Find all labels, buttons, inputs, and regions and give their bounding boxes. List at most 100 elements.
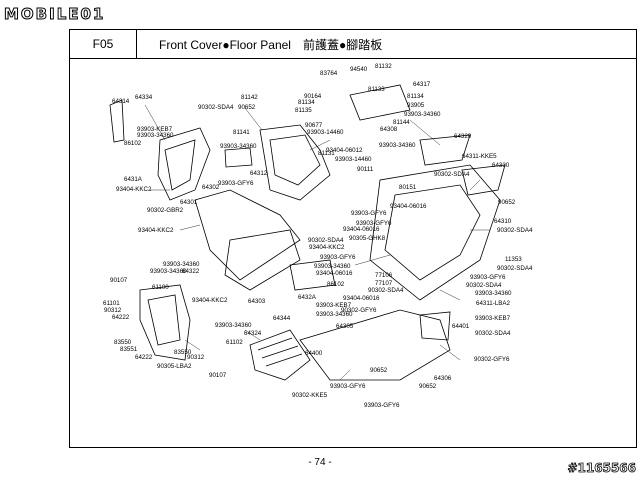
part-number-label: 93903-GFY6 [351,210,387,217]
part-number-label: 81132 [375,63,392,70]
part-number-label: 64305 [336,323,354,330]
part-number-label: 93903-GFY6 [364,402,400,409]
part-number-label: 90652 [498,199,516,206]
front-shield-shape [194,189,301,281]
part-number-label: 90302-SDA4 [475,330,511,337]
mudguard-inner-shape [147,294,181,346]
logo-text: MOBILE01 [3,5,106,24]
section-title: Front Cover●Floor Panel 前護蓋●腳踏板 [159,37,383,52]
upper-mount-inner-shape [269,134,321,186]
floor-panel-shape [369,164,501,301]
part-number-label: 94540 [350,66,368,73]
grille-shape [249,329,311,381]
part-number-label: 11353 [505,256,522,263]
inner-panel-shape [224,229,301,291]
part-number-label: 64222 [135,354,153,361]
part-number-label: 64306 [434,375,452,382]
part-number-label: 64320 [454,133,472,140]
part-number-label: 83550 [174,349,192,356]
part-number-label: 90652 [370,367,388,374]
part-number-label: 93903-34360 [137,132,174,139]
part-number-label: 64314 [112,98,130,105]
site-logo: MOBILE01 [3,3,106,25]
part-number-label: 93903-34360 [314,263,351,270]
part-number-label: 90302-GBR2 [147,207,184,214]
part-number-label: 93903-KEB7 [475,315,511,322]
side-cap-shape [109,99,125,143]
part-number-label: 81134 [298,99,315,106]
part-number-label: 64330 [492,162,510,169]
part-number-label: 61100 [152,284,169,291]
small-bracket-shape [224,147,253,168]
part-number-label: 93404-06016 [390,203,427,210]
section-code: F05 [70,30,137,58]
watermark-id: #1165566 [567,461,636,476]
part-number-label: 90111 [357,166,374,173]
part-number-label: 64401 [452,323,470,330]
part-number-label: 93903-KEB7 [316,302,352,309]
part-number-label: 77107 [375,280,393,287]
center-plate-shape [289,259,336,291]
part-number-label: 90164 [304,93,322,100]
part-number-label: 64344 [273,315,291,322]
part-number-label: 90302-SDA4 [497,227,533,234]
part-number-label: 64303 [248,298,266,305]
part-number-label: 64311-LBA2 [476,300,510,307]
part-number-label: 64312 [250,170,268,177]
part-number-label: 93404-KKC2 [309,244,345,251]
part-number-label: 90312 [187,354,205,361]
part-number-label: 90652 [238,104,256,111]
part-number-label: 90302-SDA4 [466,282,502,289]
front-cover-left-shape [157,127,211,201]
part-number-label: 6431A [124,176,142,183]
part-number-label: 81134 [407,93,424,100]
part-number-label: 64322 [182,268,200,275]
skirt-cover-shape [419,311,451,341]
part-number-label: 90302-SDA4 [198,104,234,111]
part-number-label: 81131 [318,150,335,157]
part-number-label: 86102 [327,281,345,288]
part-number-label: 93404-06016 [316,270,353,277]
front-cover-inner-shape [164,139,196,191]
part-number-label: 93903-34360 [379,142,416,149]
part-number-label: 90302-GFY6 [341,307,377,314]
part-number-label: 61101 [103,300,120,307]
part-number-label: 93903-GFY6 [470,274,506,281]
part-number-label: 64324 [244,330,262,337]
rear-cover-shape [461,164,506,196]
diagram-frame [69,58,637,448]
part-number-label: 93903-KEB7 [137,126,173,133]
part-number-label: 90302-GFY6 [474,356,510,363]
part-number-label: 93903-34360 [220,143,257,150]
mudguard-shape [139,284,191,361]
top-bracket-shape [349,84,411,121]
part-number-label: 90107 [209,372,227,379]
part-number-label: 93903-14460 [335,156,372,163]
part-number-label: 64310 [494,218,512,225]
part-number-label: 90302-SDA4 [434,171,470,178]
part-number-label: 77106 [375,272,393,279]
part-number-label: 81135 [295,107,312,114]
part-number-label: 93404-KKC2 [192,297,228,304]
part-number-label: 81144 [393,119,410,126]
part-number-label: 90302-KKE5 [292,392,328,399]
part-number-label: 64400 [305,350,323,357]
part-number-label: 93903-GFY6 [330,383,366,390]
part-number-label: 90305-LBA2 [157,363,192,370]
part-number-label: 93404-06016 [343,226,380,233]
upper-mount-shape [259,124,331,201]
part-number-label: 81142 [241,94,258,101]
lower-skirt-shape [299,309,451,381]
part-number-label: 93903-14460 [307,129,344,136]
part-number-label: 93404-06012 [326,147,363,154]
part-number-label: 90677 [305,122,323,129]
part-number-label: 83764 [320,70,338,77]
right-cover-shape [419,134,471,166]
part-number-label: 93903-34360 [163,261,200,268]
part-number-label: 64302 [202,184,220,191]
part-number-label: 64301 [180,199,198,206]
part-number-label: 81133 [368,86,385,93]
part-number-label: 61102 [226,339,243,346]
part-number-label: 90312 [104,307,122,314]
